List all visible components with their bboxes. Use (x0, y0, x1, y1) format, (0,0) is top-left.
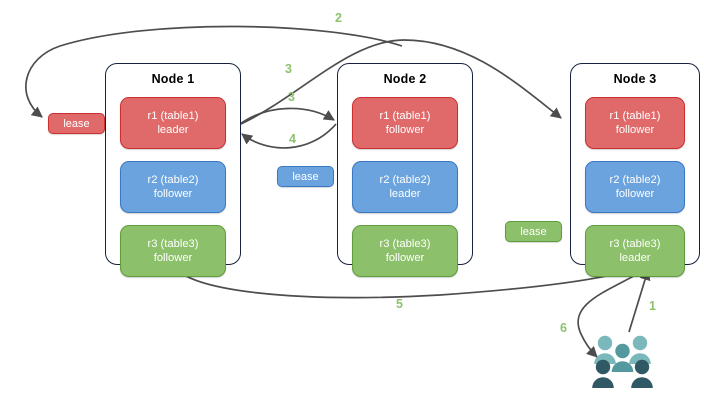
replica-name: r3 (table3) (147, 238, 199, 250)
users-icon (592, 335, 653, 388)
node-title-1: Node 1 (151, 72, 195, 86)
lease-badge-red[interactable]: lease (48, 113, 105, 134)
replica-name: r1 (table1) (609, 110, 661, 122)
node-title-2: Node 2 (383, 72, 427, 86)
replica-node1-r1[interactable]: r1 (table1) leader (120, 97, 226, 149)
lease-badge-blue[interactable]: lease (277, 166, 334, 187)
replica-name: r1 (table1) (147, 110, 199, 122)
step-label-2: 2 (335, 11, 342, 25)
replica-role: follower (615, 188, 655, 200)
replica-node1-r2[interactable]: r2 (table2) follower (120, 161, 226, 213)
replica-node2-r1[interactable]: r1 (table1) follower (352, 97, 458, 149)
replica-node2-r3[interactable]: r3 (table3) follower (352, 225, 458, 277)
lease-badge-green[interactable]: lease (505, 221, 562, 242)
step-label-1: 1 (649, 299, 656, 313)
replica-node3-r2[interactable]: r2 (table2) follower (585, 161, 685, 213)
replica-role: follower (153, 252, 193, 264)
replica-node2-r2[interactable]: r2 (table2) leader (352, 161, 458, 213)
replica-role: follower (615, 124, 655, 136)
replica-name: r2 (table2) (379, 174, 431, 186)
replica-role: follower (153, 188, 193, 200)
replica-name: r3 (table3) (379, 238, 431, 250)
replica-name: r3 (table3) (609, 238, 661, 250)
step-label-3-long: 3 (285, 62, 292, 76)
replica-role: leader (619, 252, 651, 264)
replica-node1-r3[interactable]: r3 (table3) follower (120, 225, 226, 277)
node-container-2: Node 2 r1 (table1) follower r2 (table2) … (337, 63, 473, 277)
step-label-5: 5 (396, 297, 403, 311)
step-label-3-short: 3 (288, 90, 295, 104)
replica-role: follower (385, 124, 425, 136)
node-title-3: Node 3 (613, 72, 657, 86)
replica-role: follower (385, 252, 425, 264)
replica-node3-r3[interactable]: r3 (table3) leader (585, 225, 685, 277)
node-container-1: Node 1 r1 (table1) leader r2 (table2) fo… (105, 63, 241, 277)
arrow-step-3-short (239, 107, 335, 125)
node-container-3: Node 3 r1 (table1) follower r2 (table2) … (570, 63, 700, 277)
replica-name: r2 (table2) (147, 174, 199, 186)
step-label-4: 4 (289, 132, 296, 146)
replica-node3-r1[interactable]: r1 (table1) follower (585, 97, 685, 149)
replica-name: r1 (table1) (379, 110, 431, 122)
replica-role: leader (157, 124, 189, 136)
arrow-step-1 (628, 268, 651, 333)
replica-name: r2 (table2) (609, 174, 661, 186)
replica-role: leader (389, 188, 421, 200)
step-label-6: 6 (560, 321, 567, 335)
